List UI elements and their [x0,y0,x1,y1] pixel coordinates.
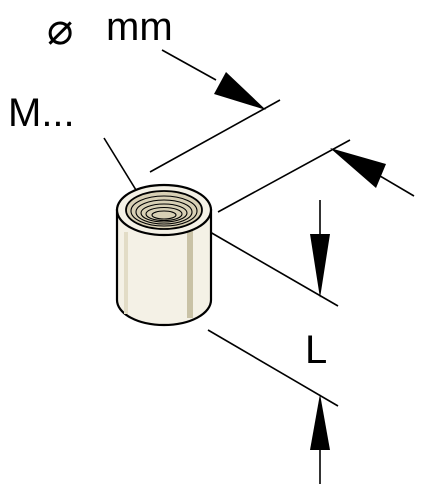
length-extension-top [209,231,339,307]
diameter-unit: mm [106,5,173,49]
thread-opening [125,190,203,230]
thread-ring [151,210,177,220]
diameter-arrow-line-bottom [379,175,415,197]
thread-ring [140,203,188,223]
length-arrowhead-bottom [310,394,330,450]
thread-label: M... [8,91,75,135]
diameter-arrow-line-top [161,49,217,81]
diameter-extension-left [149,99,281,173]
threaded-sleeve [115,183,213,327]
length-dimension [207,200,339,484]
diameter-label: ⌀ mm [47,5,173,54]
diameter-arrowhead-bottom [330,148,386,188]
diameter-symbol: ⌀ [47,5,74,54]
diameter-extension-right [217,139,351,213]
length-label: L [305,328,327,372]
thread-ring [135,199,193,225]
thread-rings [130,195,198,227]
length-extension-bottom [207,329,339,407]
thread-ring [130,195,198,227]
length-arrowhead-top [310,234,330,298]
diameter-arrowhead-top [214,72,266,110]
diameter-dimension [149,49,415,213]
thread-ring [145,206,183,222]
thread-leader-line [103,137,137,191]
